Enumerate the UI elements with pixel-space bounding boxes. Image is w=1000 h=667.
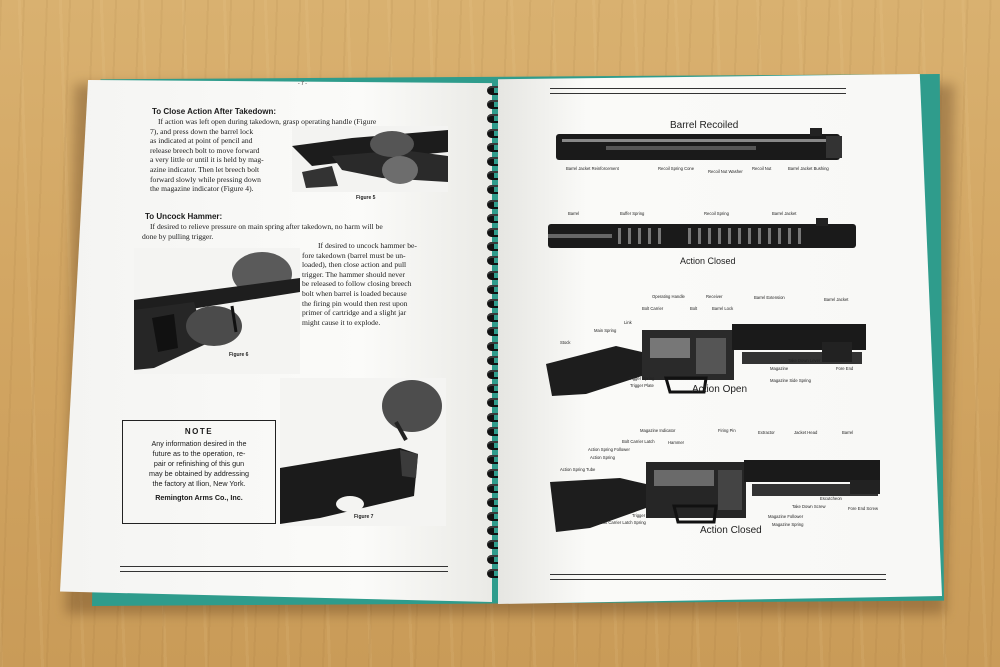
note-signature: Remington Arms Co., Inc.: [155, 493, 243, 502]
diagram-4-title: Action Closed: [700, 525, 762, 536]
diagram-3-label: Operating Handle: [652, 294, 685, 299]
diagram-3-label: Trigger Plate: [630, 383, 654, 388]
barrel-recoiled-diagram: [556, 126, 846, 166]
diagram-3-label: Main Spring: [594, 328, 617, 333]
diagram-4-label: Extractor: [758, 430, 775, 435]
diagram-3-label: Barrel Lock: [712, 306, 734, 311]
close-action-heading: To Close Action After Takedown:: [152, 107, 277, 116]
action-closed-full-diagram: [550, 452, 884, 534]
diagram-3-label: Fore End: [836, 366, 854, 371]
diagram-3-label: Barrel Extension: [754, 295, 785, 300]
note-box: NOTE Any information desired in the futu…: [122, 420, 276, 524]
diagram-4-label: Action Spring Tube: [560, 467, 596, 472]
diagram-4-label: Jacket Head: [794, 430, 818, 435]
diagram-1-title: Barrel Recoiled: [670, 120, 739, 131]
figure-6-photo: [134, 248, 300, 374]
diagram-1-label: Barrel Jacket Bushing: [788, 166, 829, 171]
figure-7-photo: [280, 378, 446, 526]
diagram-1-label: Recoil Nut Washer: [708, 169, 743, 174]
diagram-3-label: Bolt Carrier: [642, 306, 664, 311]
diagram-4-label: Hammer: [668, 440, 685, 445]
uncock-hammer-text: If desired to uncock hammer be- fore tak…: [302, 241, 417, 327]
diagram-4-label: Magazine Spring: [772, 522, 804, 527]
action-closed-barrel-diagram: [548, 214, 858, 254]
diagram-3-label: Stock: [560, 340, 571, 345]
right-page-top-rule: [550, 88, 846, 94]
diagram-4-label: Trigger: [632, 513, 646, 518]
diagram-3-label: Magazine Side Spring: [770, 378, 811, 383]
diagram-4-label: Barrel: [842, 430, 854, 435]
figure-6-caption: Figure 6: [229, 352, 249, 358]
diagram-4-label: Take Down Screw: [792, 504, 826, 509]
diagram-4-label: Magazine Indicator: [640, 428, 676, 433]
diagram-3-label: Magazine: [770, 366, 789, 371]
diagram-2-title: Action Closed: [680, 256, 736, 266]
close-action-text: If action was left open during takedown,…: [150, 117, 377, 194]
diagram-3-label: Take Down Lever: [788, 358, 821, 363]
diagram-2-label: Barrel: [568, 211, 580, 216]
diagram-4-label: Fore End Screw: [848, 506, 879, 511]
right-page-bottom-rule: [550, 574, 886, 580]
diagram-3-title: Action Open: [692, 384, 748, 395]
diagram-4-label: Firing Pin: [718, 428, 736, 433]
diagram-2-label: Buffer Spring: [620, 211, 645, 216]
diagram-3-label: Receiver: [706, 294, 723, 299]
diagram-2-label: Barrel Jacket: [772, 211, 797, 216]
diagram-4-label: Escutcheon: [820, 496, 842, 501]
page-number: - 7 -: [298, 81, 307, 87]
note-title: NOTE: [184, 427, 214, 436]
diagram-4-label: Action Spring: [590, 455, 615, 460]
diagram-4-label: Bolt Carrier Latch Spring: [600, 520, 646, 525]
figure-5-photo: [292, 126, 448, 192]
diagram-1-label: Recoil Spring Cone: [658, 166, 695, 171]
diagram-3-label: Trigger Spring: [628, 376, 655, 381]
diagram-4-label: Bolt Carrier Latch: [622, 439, 655, 444]
diagram-1-label: Barrel Jacket Reinforcement: [566, 166, 619, 171]
diagram-4-label: Action Spring Follower: [588, 447, 630, 452]
figure-7-caption: Figure 7: [354, 514, 374, 520]
diagram-4-label: Magazine Follower: [768, 514, 804, 519]
diagram-3-label: Barrel Jacket: [824, 297, 849, 302]
action-open-diagram: [546, 312, 868, 398]
left-page-bottom-rule: [120, 566, 448, 572]
diagram-1-label: Recoil Nut: [752, 166, 772, 171]
figure-5-caption: Figure 5: [356, 195, 376, 201]
diagram-2-label: Recoil Spring: [704, 211, 729, 216]
note-body: Any information desired in the future as…: [149, 439, 249, 488]
uncock-hammer-intro: If desired to relieve pressure on main s…: [142, 222, 383, 241]
uncock-hammer-heading: To Uncock Hammer:: [145, 212, 223, 221]
diagram-3-label: Link: [624, 320, 632, 325]
diagram-3-label: Bolt: [690, 306, 698, 311]
